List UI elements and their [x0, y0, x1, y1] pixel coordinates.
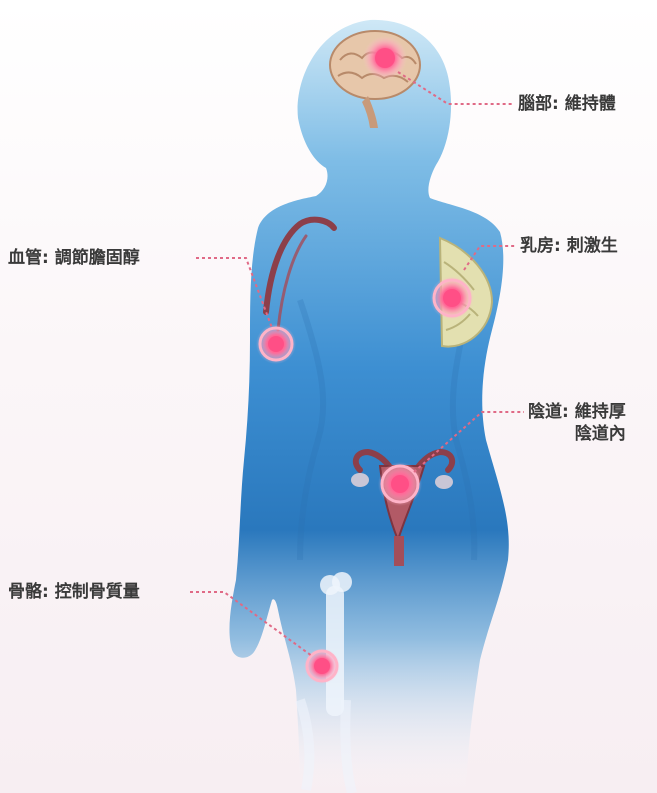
label-vagina-line2: 陰道內	[528, 423, 626, 445]
label-brain: 腦部: 維持體	[518, 93, 616, 115]
body-silhouette	[229, 20, 508, 793]
label-blood-vessels: 血管: 調節膽固醇	[8, 247, 140, 269]
label-bone: 骨骼: 控制骨質量	[8, 581, 140, 603]
label-vagina: 陰道: 維持厚 陰道內	[528, 401, 626, 445]
label-vagina-line1: 陰道: 維持厚	[528, 402, 626, 422]
label-breast: 乳房: 刺激生	[520, 235, 618, 257]
